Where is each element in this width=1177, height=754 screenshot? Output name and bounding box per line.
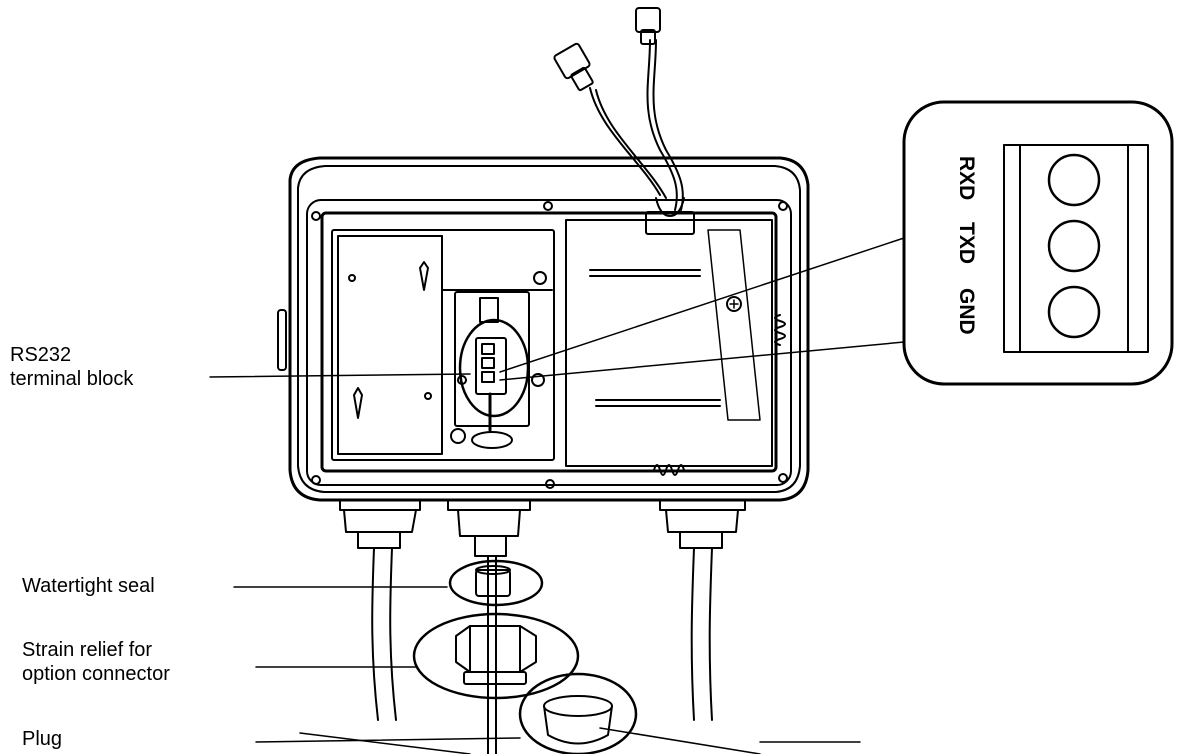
left-compartment	[331, 229, 555, 461]
terminal-block-zoom	[902, 100, 1174, 386]
rs232-label-line2: terminal block	[10, 368, 134, 390]
pin-label-txd: TXD	[955, 222, 978, 264]
plug-label: Plug	[22, 728, 63, 750]
strain-relief-part	[412, 612, 580, 700]
pin-label-rxd: RXD	[955, 156, 978, 200]
watertight-seal-part	[448, 559, 544, 607]
watertight-seal-label: Watertight seal	[22, 575, 155, 597]
pin-label-gnd: GND	[955, 288, 978, 335]
right-compartment	[565, 197, 786, 476]
cable-glands	[339, 499, 746, 754]
pin-labels: RXD TXD GND	[938, 150, 998, 350]
indicator-housing	[277, 156, 810, 502]
top-wire-harness	[553, 7, 684, 211]
leader-lines	[209, 237, 905, 754]
plug-part	[518, 672, 638, 754]
strain-relief-label-line1: Strain relief for	[22, 639, 153, 661]
rs232-label-line1: RS232	[10, 344, 72, 366]
strain-relief-label-line2: option connector	[22, 663, 170, 685]
